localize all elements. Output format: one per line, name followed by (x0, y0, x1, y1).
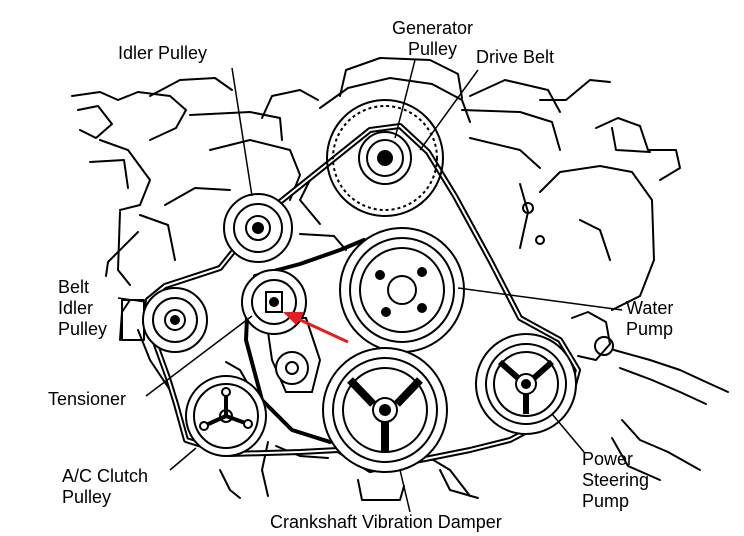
generator-pulley-label-line2: Pulley (408, 39, 458, 59)
water-pump-label: Water Pump (626, 298, 673, 340)
generator-pulley-label-line1: Generator (392, 18, 474, 38)
belt-idler-pulley-label-line3: Pulley (58, 319, 108, 339)
power-steering-pump-label-line1: Power (582, 449, 634, 469)
water-pump-leader (457, 287, 623, 311)
drive-belt-label: Drive Belt (476, 47, 555, 67)
water-pump-label-line1: Water (626, 298, 674, 318)
engine-block-sketch (71, 57, 729, 501)
idler-pulley-leader (231, 67, 253, 197)
idler-pulley (223, 193, 293, 263)
water-pump-pulley (339, 227, 465, 353)
ac-clutch-pulley (185, 375, 267, 457)
belt-idler-pulley-label-line1: Belt (58, 277, 90, 297)
ac-clutch-pulley-label: A/C Clutch Pulley (62, 466, 148, 508)
crankshaft-leader (399, 469, 411, 513)
generator-pulley-label: Generator Pulley (392, 18, 473, 60)
generator-leader (394, 59, 416, 139)
leader-lines (117, 59, 623, 513)
generator-pulley (326, 99, 444, 217)
red-pointer-arrow (283, 312, 349, 344)
tensioner-assembly (241, 269, 322, 393)
belt-idler-pulley (142, 287, 208, 353)
ac-clutch-leader (169, 447, 197, 471)
drive-belt-leader (419, 69, 479, 151)
power-steering-pump-label-line3: Pump (582, 491, 630, 511)
idler-pulley-label: Idler Pulley (118, 43, 208, 63)
ac-clutch-pulley-label-line1: A/C Clutch (62, 466, 149, 486)
water-pump-label-line2: Pump (626, 319, 674, 339)
tensioner-leader (145, 315, 253, 397)
tensioner-label: Tensioner (48, 389, 127, 409)
power-steering-pump-pulley (475, 333, 577, 435)
power-steering-pump-label-line2: Steering (582, 470, 650, 490)
belt-idler-leader (117, 297, 147, 303)
power-steering-pump-label: Power Steering Pump (582, 449, 649, 512)
belt-idler-pulley-label-line2: Idler (58, 298, 94, 318)
power-steering-leader (551, 413, 585, 453)
belt-idler-pulley-label: Belt Idler Pulley (58, 277, 107, 340)
ac-clutch-pulley-label-line2: Pulley (62, 487, 112, 507)
crankshaft-vibration-damper-label: Crankshaft Vibration Damper (270, 512, 502, 532)
crankshaft-vibration-damper (322, 347, 448, 473)
